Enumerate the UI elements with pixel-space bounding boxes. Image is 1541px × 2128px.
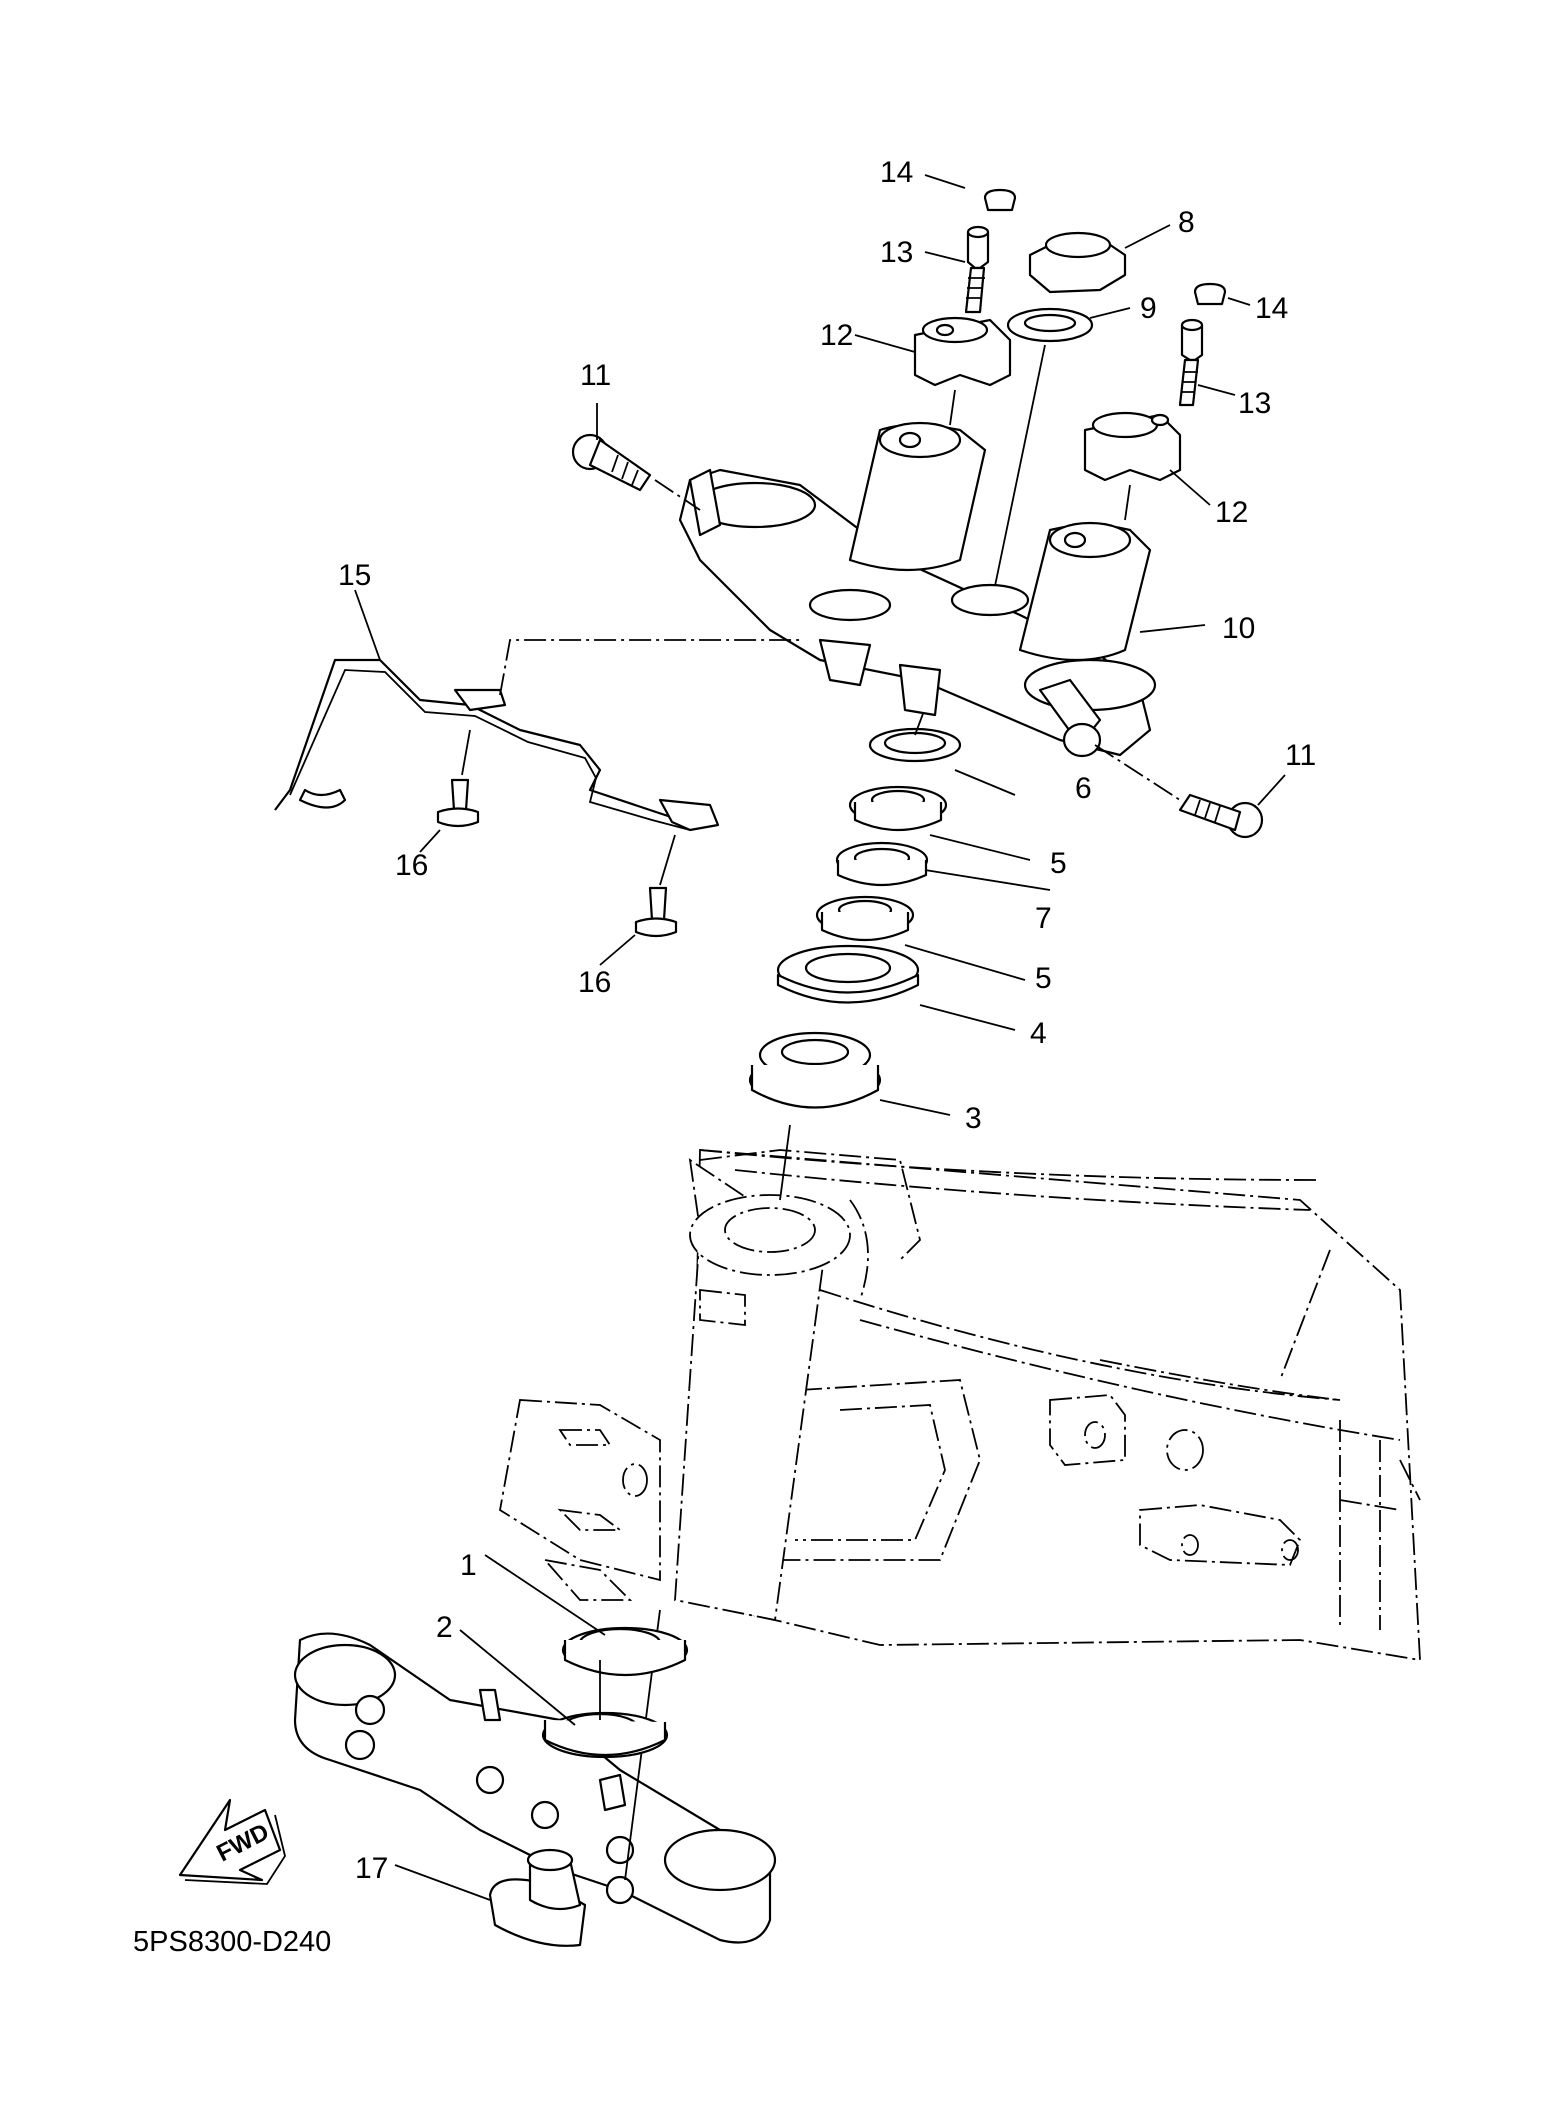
callout-9: 9 bbox=[1140, 292, 1157, 325]
handlebar-clamps bbox=[913, 316, 1182, 521]
callout-5-lower: 5 bbox=[1035, 962, 1052, 995]
callout-5-upper: 5 bbox=[1050, 847, 1067, 880]
callout-15: 15 bbox=[338, 559, 371, 592]
callout-6: 6 bbox=[1075, 772, 1092, 805]
callout-11-right: 11 bbox=[1285, 739, 1316, 772]
fwd-arrow: FWD bbox=[178, 1798, 286, 1885]
lower-bracket bbox=[293, 1632, 777, 1944]
callout-1: 1 bbox=[460, 1549, 477, 1582]
leader-lines bbox=[354, 174, 1286, 1901]
callout-13-right: 13 bbox=[1238, 387, 1271, 420]
callout-2: 2 bbox=[436, 1611, 453, 1644]
callout-13-left: 13 bbox=[880, 236, 913, 269]
diagram-code: 5PS8300-D240 bbox=[133, 1926, 331, 1958]
callout-12-left: 12 bbox=[820, 319, 853, 352]
frame-outline bbox=[689, 1149, 1421, 1662]
callout-7: 7 bbox=[1035, 902, 1052, 935]
callout-4: 4 bbox=[1030, 1017, 1047, 1050]
callout-10: 10 bbox=[1222, 612, 1255, 645]
callout-14-right: 14 bbox=[1255, 292, 1288, 325]
upper-stack-parts bbox=[748, 231, 1127, 1201]
clamp-bolts bbox=[964, 188, 1227, 407]
callout-17: 17 bbox=[355, 1852, 388, 1885]
cable-guide bbox=[274, 639, 800, 938]
callout-16-right: 16 bbox=[578, 966, 611, 999]
callout-8: 8 bbox=[1178, 206, 1195, 239]
callout-3: 3 bbox=[965, 1102, 982, 1135]
callout-12-right: 12 bbox=[1215, 496, 1248, 529]
callout-labels: 1 2 3 4 5 7 5 6 8 9 10 11 11 12 12 13 13… bbox=[338, 156, 1316, 1885]
callout-11-left: 11 bbox=[580, 359, 611, 392]
steering-head-pipe bbox=[499, 1149, 921, 1622]
callout-14-left: 14 bbox=[880, 156, 913, 189]
upper-bracket bbox=[678, 421, 1157, 758]
callout-16-left: 16 bbox=[395, 849, 428, 882]
pinch-bolts bbox=[571, 433, 1264, 839]
